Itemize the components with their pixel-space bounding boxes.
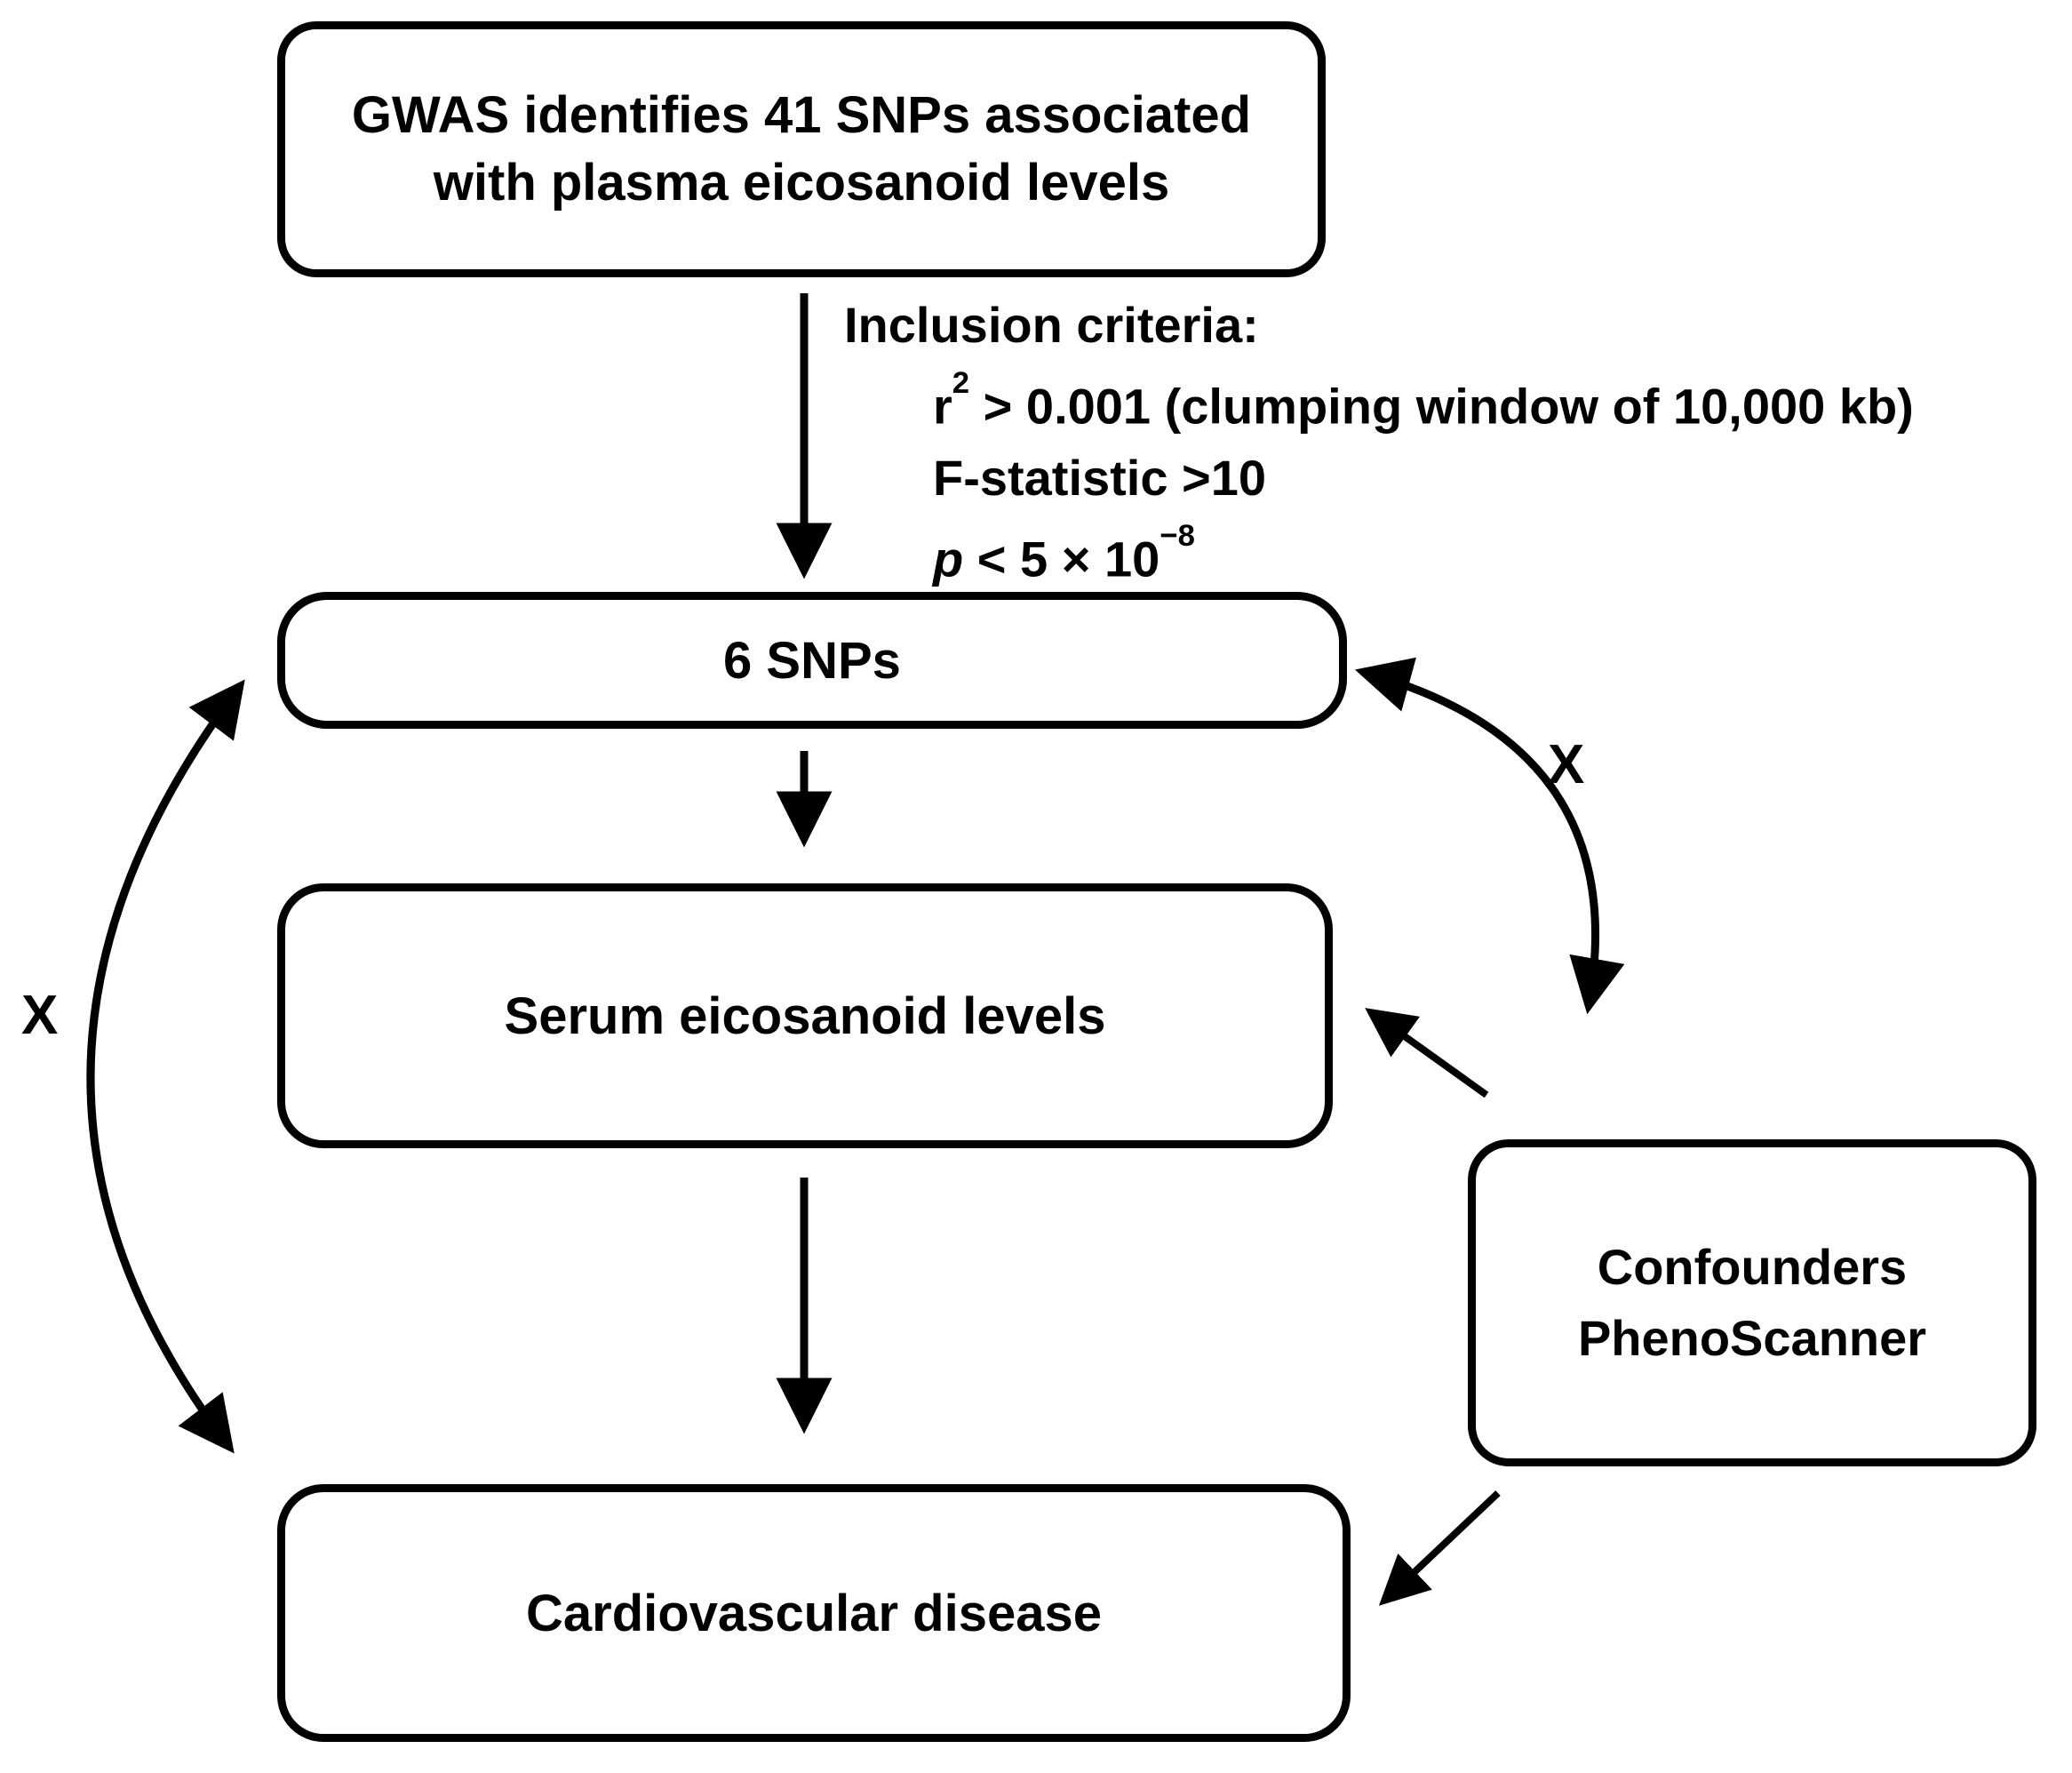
box-confounders-line-2: PhenoScanner: [1577, 1310, 1927, 1366]
criterion-r2-sup: 2: [952, 366, 970, 401]
box-gwas-line-2: with plasma eicosanoid levels: [433, 154, 1170, 212]
box-6-snps-label: 6 SNPs: [723, 631, 901, 690]
box-cvd-label: Cardiovascular disease: [525, 1584, 1103, 1642]
criterion-p-sup: −8: [1160, 519, 1195, 554]
criterion-r2-base: r: [933, 378, 952, 435]
criterion-p-rest: < 5 × 10: [963, 531, 1160, 587]
box-serum-label: Serum eicosanoid levels: [504, 986, 1106, 1045]
inclusion-criteria-title: Inclusion criteria:: [844, 297, 1259, 353]
criterion-r2: r2 > 0.001 (clumping window of 10,000 kb…: [844, 361, 1914, 443]
criterion-f-statistic: F-statistic >10: [933, 449, 1267, 506]
arrow-exclusion-right-snps-confounders: [1354, 657, 1625, 1015]
exclusion-x-mark-left: X: [21, 985, 59, 1046]
box-gwas-snps: GWAS identifies 41 SNPs associated with …: [277, 21, 1326, 277]
box-confounders-line-1: Confounders: [1597, 1239, 1908, 1295]
arrow-exclusion-left-cvd-snps: [86, 679, 245, 1454]
criterion-p-var: p: [933, 531, 964, 587]
inclusion-criteria: Inclusion criteria: r2 > 0.001 (clumping…: [844, 290, 1914, 595]
box-gwas-line-1: GWAS identifies 41 SNPs associated: [351, 86, 1252, 144]
criterion-r2-rest: > 0.001 (clumping window of 10,000 kb): [969, 378, 1914, 435]
box-serum-eicosanoid-levels: Serum eicosanoid levels: [277, 883, 1333, 1148]
box-6-snps: 6 SNPs: [277, 592, 1347, 729]
exclusion-x-mark-right: X: [1548, 734, 1585, 795]
arrow-confounders-to-cvd: [1378, 1490, 1501, 1606]
box-cardiovascular-disease: Cardiovascular disease: [277, 1484, 1351, 1742]
box-confounders-phenoscanner: Confounders PhenoScanner: [1468, 1139, 2036, 1466]
criterion-p-value: p < 5 × 10−8: [844, 514, 1914, 595]
arrow-confounders-to-serum: [1365, 1008, 1489, 1098]
